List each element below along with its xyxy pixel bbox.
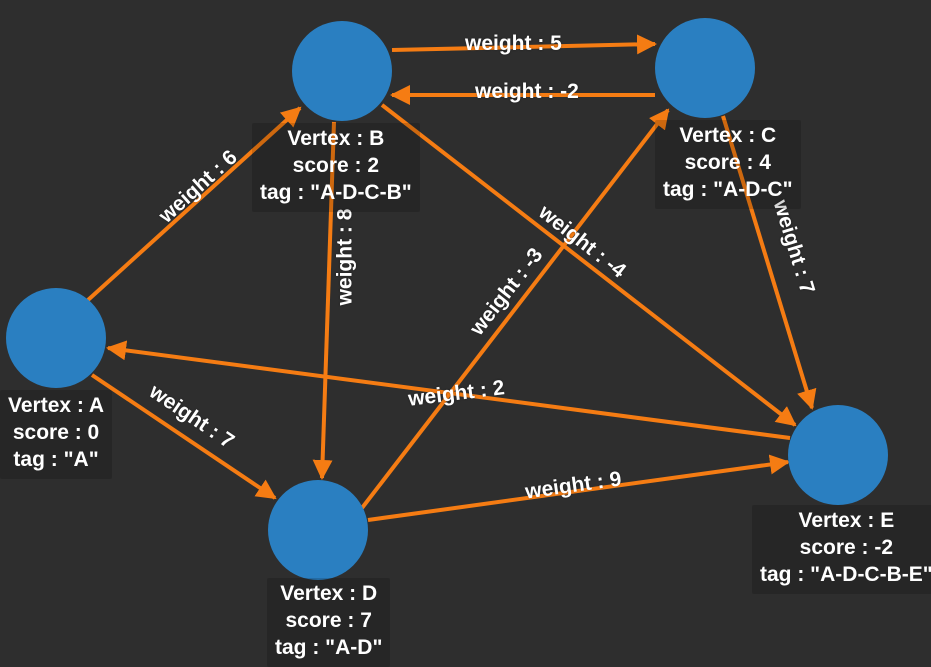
- graph-edge-b-e[interactable]: [380, 103, 797, 427]
- node-d-vertex-name: Vertex : D: [280, 582, 378, 605]
- edges-layer: [86, 34, 817, 522]
- node-e-vertex-name: Vertex : E: [798, 509, 895, 532]
- node-c-vertex-name: Vertex : C: [679, 124, 777, 147]
- node-a-vertex-name: Vertex : A: [8, 394, 105, 417]
- graph-edge-d-e[interactable]: [367, 454, 790, 522]
- graph-node-c[interactable]: [655, 18, 755, 118]
- node-b-score: score : 2: [292, 153, 380, 177]
- graph-edge-a-b[interactable]: [86, 106, 302, 302]
- node-d-score: score : 7: [285, 608, 372, 632]
- node-label-b: Vertex : B score : 2 tag : "A-D-C-B": [252, 123, 420, 212]
- node-a-tag: tag : "A": [13, 447, 99, 471]
- graph-node-b[interactable]: [292, 21, 392, 121]
- node-c-score: score : 4: [684, 150, 771, 174]
- node-label-e: Vertex : E score : -2 tag : "A-D-C-B-E": [752, 505, 931, 594]
- graph-edge-e-a[interactable]: [106, 340, 791, 440]
- node-d-tag: tag : "A-D": [275, 635, 383, 659]
- node-label-c: Vertex : C score : 4 tag : "A-D-C": [655, 120, 801, 209]
- node-label-a: Vertex : A score : 0 tag : "A": [0, 390, 113, 479]
- graph-edge-a-d[interactable]: [90, 373, 277, 500]
- graph-node-e[interactable]: [788, 405, 888, 505]
- node-b-tag: tag : "A-D-C-B": [260, 180, 412, 204]
- graph-edge-d-c[interactable]: [360, 108, 670, 510]
- node-c-tag: tag : "A-D-C": [663, 177, 793, 201]
- graph-node-d[interactable]: [268, 480, 368, 580]
- graph-edge-b-d[interactable]: [312, 121, 336, 480]
- node-a-score: score : 0: [12, 420, 100, 444]
- graph-edge-b-c[interactable]: [391, 34, 657, 55]
- node-e-tag: tag : "A-D-C-B-E": [760, 562, 931, 586]
- graph-node-a[interactable]: [6, 288, 106, 388]
- node-label-d: Vertex : D score : 7 tag : "A-D": [267, 578, 391, 667]
- node-b-vertex-name: Vertex : B: [287, 127, 385, 150]
- node-e-score: score : -2: [799, 535, 894, 559]
- nodes-layer: [6, 18, 888, 580]
- graph-edge-c-e[interactable]: [721, 115, 817, 410]
